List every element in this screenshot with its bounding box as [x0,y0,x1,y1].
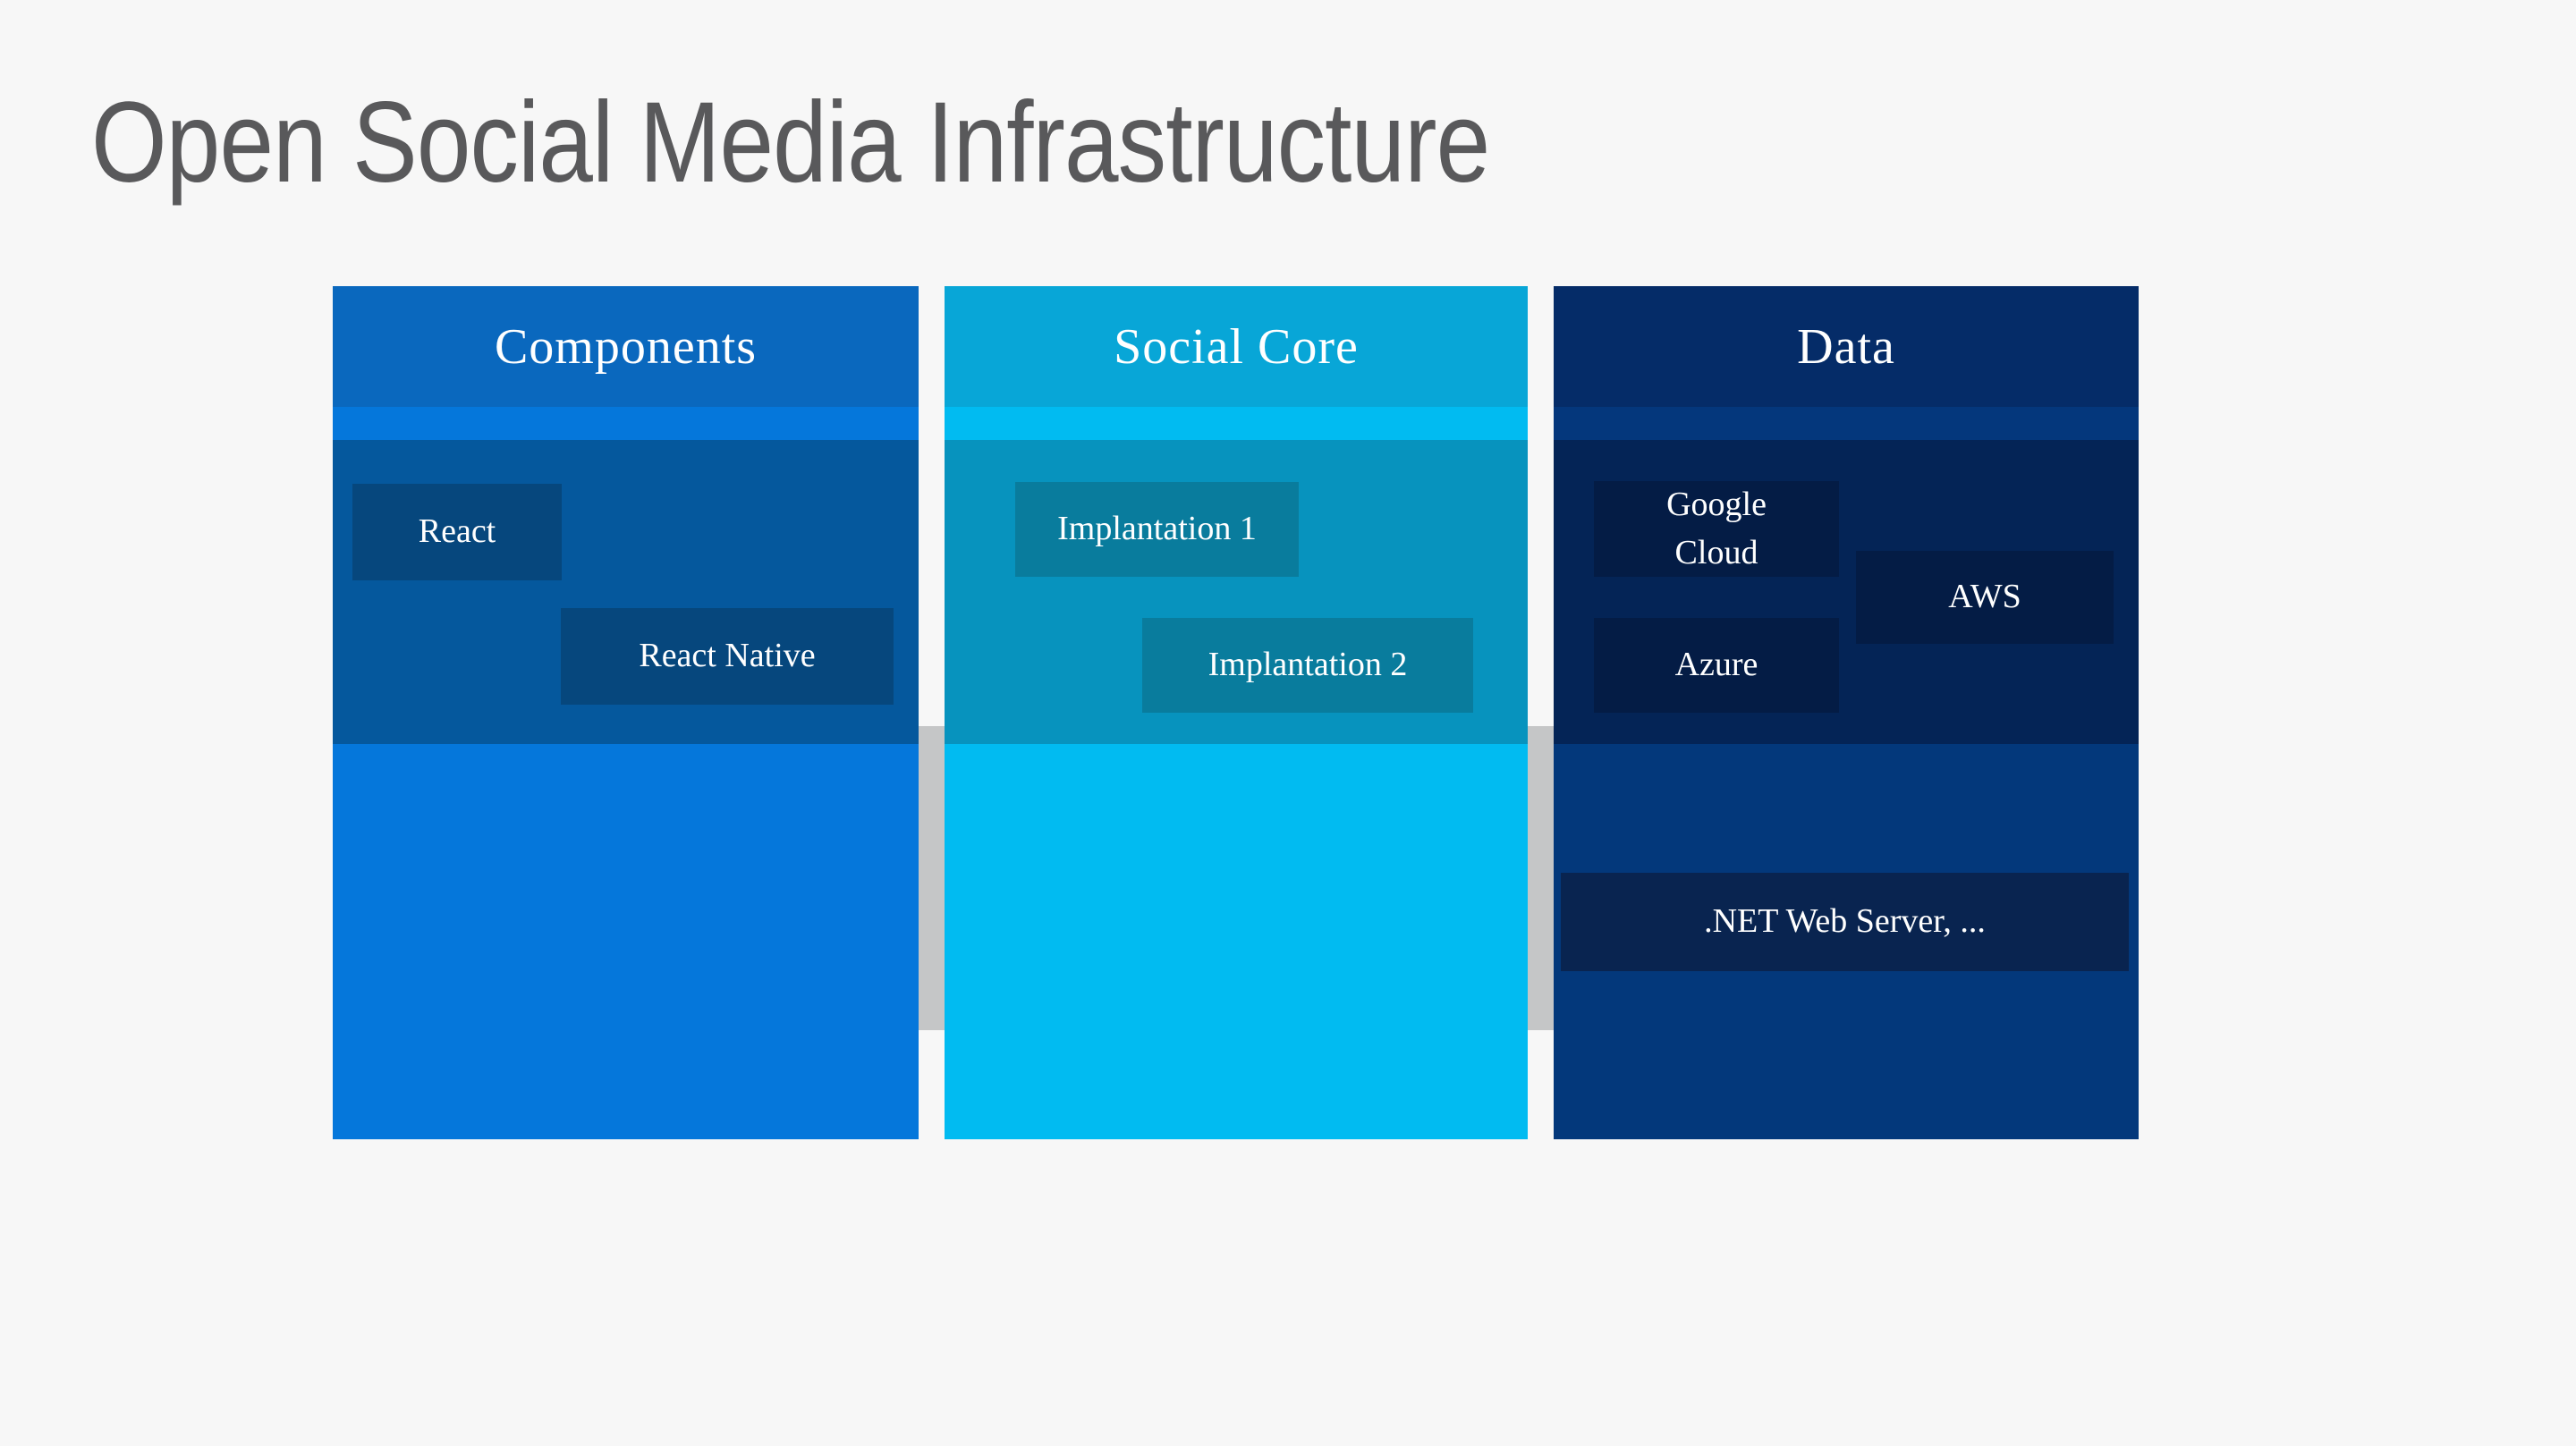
box-dotnet-web-server-label: .NET Web Server, ... [1704,902,1986,941]
components-accent-strip [333,407,919,440]
components-body [333,744,919,1139]
box-react: React [352,484,562,580]
box-dotnet-web-server: .NET Web Server, ... [1561,873,2129,971]
gray-band-gap-left [919,726,945,1030]
box-react-native: React Native [561,608,894,705]
column-data: Data Google Cloud AWS Azure .NET Web Ser… [1554,286,2139,1139]
box-implantation-1: Implantation 1 [1015,482,1299,577]
column-components: Components React React Native [333,286,919,1139]
box-implantation-2: Implantation 2 [1142,618,1473,713]
box-azure: Azure [1594,618,1839,713]
box-azure-label: Azure [1674,646,1758,684]
box-implantation-1-label: Implantation 1 [1057,510,1257,548]
page-title: Open Social Media Infrastructure [91,86,1736,200]
components-header-label: Components [494,318,758,375]
components-header: Components [333,286,919,407]
social-core-body [945,744,1528,1139]
box-aws-label: AWS [1948,578,2021,616]
column-social-core: Social Core Implantation 1 Implantation … [945,286,1528,1139]
data-accent-strip [1554,407,2139,440]
data-header: Data [1554,286,2139,407]
box-aws: AWS [1856,551,2114,644]
box-implantation-2-label: Implantation 2 [1208,646,1408,684]
box-react-native-label: React Native [639,637,816,675]
box-google-cloud: Google Cloud [1594,481,1839,577]
social-core-accent-strip [945,407,1528,440]
page-title-text: Open Social Media Infrastructure [91,79,1490,207]
box-react-label: React [418,512,496,551]
social-core-header-label: Social Core [1114,318,1359,375]
box-google-cloud-label: Google Cloud [1666,485,1767,571]
social-core-header: Social Core [945,286,1528,407]
gray-band-gap-right [1528,726,1554,1030]
data-header-label: Data [1797,318,1895,375]
